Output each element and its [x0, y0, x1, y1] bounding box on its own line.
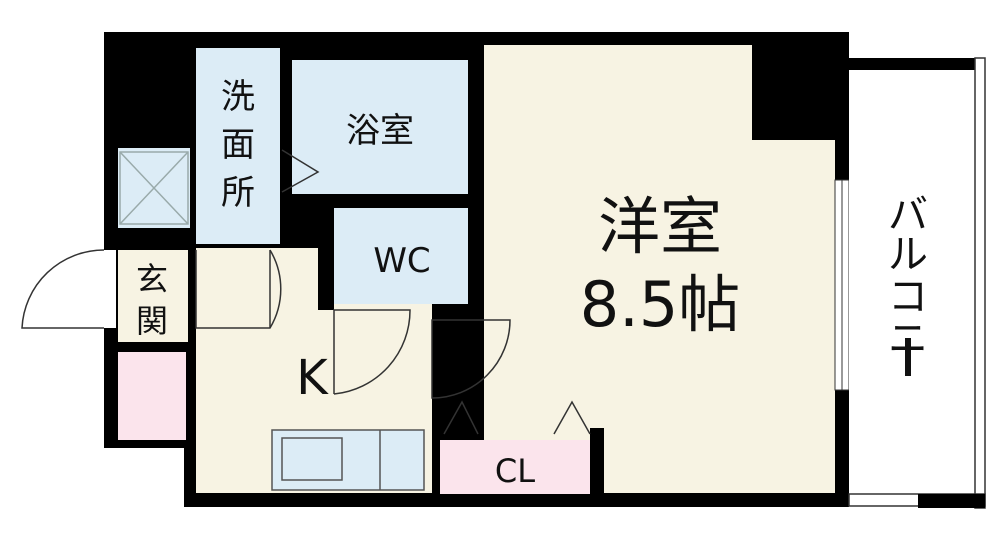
- washroom-char-3: 所: [221, 173, 255, 213]
- door-swings: [21, 149, 591, 435]
- closet-label: CL: [495, 452, 535, 490]
- washer-pan: [119, 151, 189, 225]
- western-room-notch: [752, 45, 836, 140]
- shoe-storage: [118, 352, 186, 440]
- closet-side: [590, 428, 604, 494]
- kitchen-counter: [271, 429, 425, 491]
- balcony: [848, 57, 986, 509]
- bath-label: 浴室: [346, 111, 414, 151]
- closet: [440, 440, 590, 494]
- bath-room: [292, 60, 468, 194]
- entrance-char-1: 玄: [136, 260, 168, 298]
- western-room-size: 8.5帖: [580, 268, 741, 341]
- balcony-char-2: ル: [888, 232, 928, 278]
- balcony-char-3: コ: [888, 274, 928, 320]
- western-room-name: 洋室: [598, 190, 722, 263]
- balcony-long-bar: [905, 338, 911, 376]
- washroom: [196, 48, 280, 244]
- closet-partition: [432, 400, 440, 494]
- outer-notch: [104, 448, 184, 508]
- kitchen-partition: [318, 248, 334, 310]
- wc-label: WC: [373, 241, 430, 281]
- entrance-floor: [118, 250, 188, 342]
- balcony-char-1: バ: [888, 192, 928, 238]
- washroom-char-2: 面: [221, 125, 255, 165]
- washroom-char-1: 洗: [221, 77, 255, 117]
- kitchen-label: K: [296, 350, 329, 406]
- entrance-char-2: 関: [136, 302, 168, 340]
- wc-room: [334, 208, 468, 304]
